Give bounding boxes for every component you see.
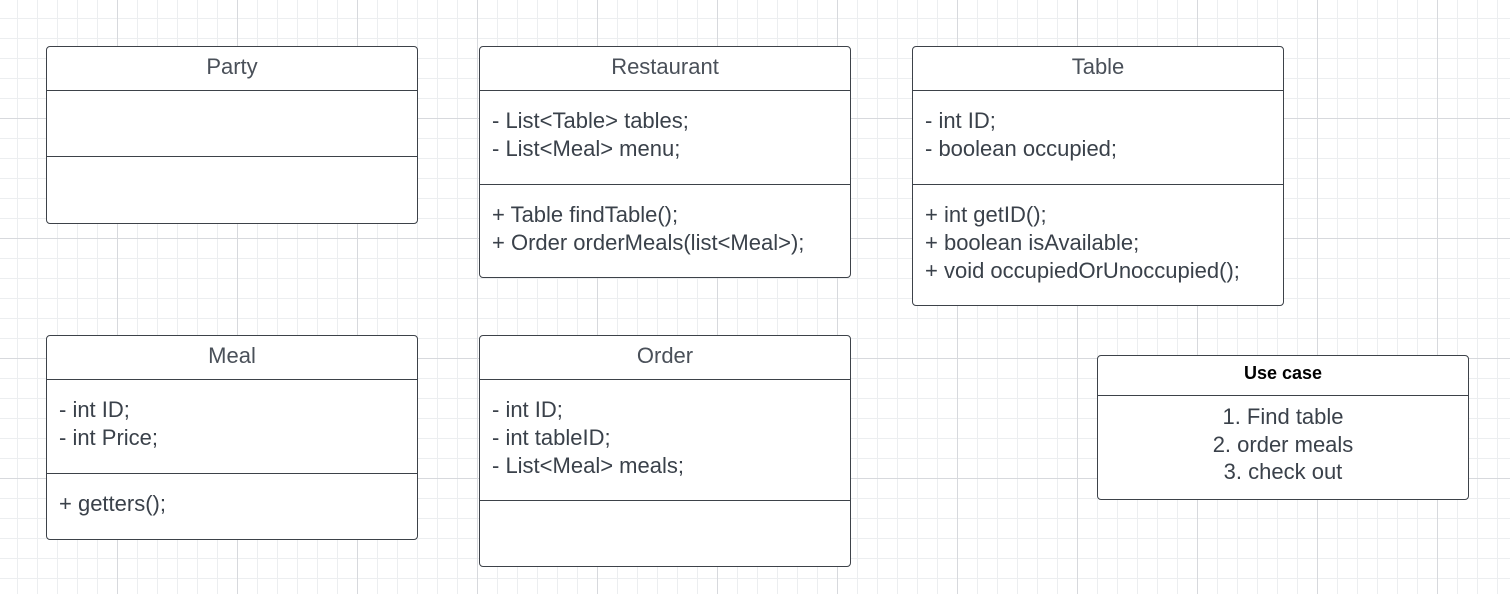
use-case-steps: 1. Find table 2. order meals 3. check ou… <box>1098 396 1468 486</box>
attribute: - List<Meal> menu; <box>492 136 681 161</box>
attributes-section: - int ID; - boolean occupied; <box>913 91 1283 185</box>
methods-section <box>47 157 417 223</box>
attribute: - List<Meal> meals; <box>492 453 684 478</box>
use-case-step: 1. Find table <box>1222 404 1344 429</box>
attributes-section: - int ID; - int Price; <box>47 380 417 474</box>
class-name: Party <box>47 47 417 91</box>
use-case-box[interactable]: Use case 1. Find table 2. order meals 3.… <box>1097 355 1469 500</box>
method: + boolean isAvailable; <box>925 230 1140 255</box>
class-table[interactable]: Table - int ID; - boolean occupied; + in… <box>912 46 1284 306</box>
method: + void occupiedOrUnoccupied(); <box>925 258 1240 283</box>
methods-section: + getters(); <box>47 474 417 518</box>
class-order[interactable]: Order - int ID; - int tableID; - List<Me… <box>479 335 851 567</box>
attribute: - boolean occupied; <box>925 136 1118 161</box>
attribute: - int tableID; <box>492 425 611 450</box>
method: + Table findTable(); <box>492 202 679 227</box>
attributes-section: - List<Table> tables; - List<Meal> menu; <box>480 91 850 185</box>
attribute: - List<Table> tables; <box>492 108 689 133</box>
method: + int getID(); <box>925 202 1047 227</box>
class-name: Order <box>480 336 850 380</box>
class-name: Table <box>913 47 1283 91</box>
method: + Order orderMeals(list<Meal>); <box>492 230 805 255</box>
attribute: - int Price; <box>59 425 159 450</box>
methods-section <box>480 501 850 517</box>
attribute: - int ID; <box>59 397 130 422</box>
class-name: Meal <box>47 336 417 380</box>
method: + getters(); <box>59 491 166 516</box>
attribute: - int ID; <box>925 108 996 133</box>
methods-section: + int getID(); + boolean isAvailable; + … <box>913 185 1283 285</box>
class-restaurant[interactable]: Restaurant - List<Table> tables; - List<… <box>479 46 851 278</box>
class-party[interactable]: Party <box>46 46 418 224</box>
attributes-section <box>47 91 417 157</box>
attributes-section: - int ID; - int tableID; - List<Meal> me… <box>480 380 850 501</box>
use-case-title: Use case <box>1098 356 1468 396</box>
class-meal[interactable]: Meal - int ID; - int Price; + getters(); <box>46 335 418 540</box>
use-case-step: 3. check out <box>1223 459 1343 484</box>
class-name: Restaurant <box>480 47 850 91</box>
use-case-step: 2. order meals <box>1212 431 1354 457</box>
attribute: - int ID; <box>492 397 563 422</box>
methods-section: + Table findTable(); + Order orderMeals(… <box>480 185 850 257</box>
